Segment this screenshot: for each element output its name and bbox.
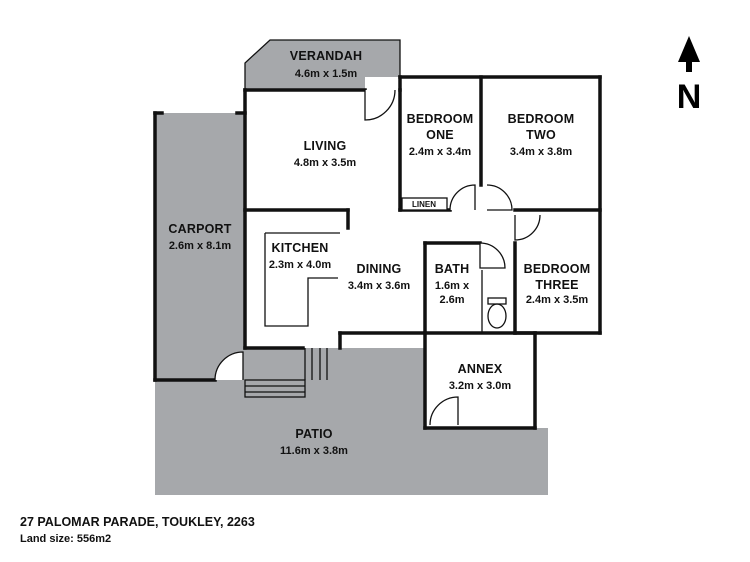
dining-dims: 3.4m x 3.6m xyxy=(348,280,411,292)
patio-dims: 11.6m x 3.8m xyxy=(280,445,348,457)
land-size: Land size: 556m2 xyxy=(20,533,112,545)
bedroom-one-name2: ONE xyxy=(426,128,454,142)
fixtures xyxy=(244,39,507,398)
linen-cupboard xyxy=(401,197,448,211)
doors xyxy=(214,89,541,426)
patio-area xyxy=(155,348,548,495)
room-labels: VERANDAH 4.6m x 1.5m LIVING 4.8m x 3.5m … xyxy=(168,49,590,457)
dining-name: DINING xyxy=(357,262,402,276)
linen-label: LINEN xyxy=(412,200,436,209)
kitchen-dims: 2.3m x 4.0m xyxy=(269,259,332,271)
carport-area xyxy=(155,113,245,380)
annex-dims: 3.2m x 3.0m xyxy=(449,380,512,392)
carport-dims: 2.6m x 8.1m xyxy=(169,240,232,252)
kitchen-bench xyxy=(264,233,338,327)
verandah-name: VERANDAH xyxy=(290,49,362,63)
door-bath xyxy=(479,242,506,269)
north-arrow: N xyxy=(677,36,702,116)
verandah-dims: 4.6m x 1.5m xyxy=(295,68,358,80)
bedroom-two-dims: 3.4m x 3.8m xyxy=(510,146,573,158)
door-carport xyxy=(214,351,244,381)
living-name: LIVING xyxy=(304,139,347,153)
bedroom-one-dims: 2.4m x 3.4m xyxy=(409,146,472,158)
door-annex xyxy=(429,396,459,426)
property-address: 27 PALOMAR PARADE, TOUKLEY, 2263 xyxy=(20,515,255,529)
bath-name: BATH xyxy=(435,262,470,276)
bedroom-one-name1: BEDROOM xyxy=(407,112,474,126)
patio-name: PATIO xyxy=(295,427,332,441)
living-dims: 4.8m x 3.5m xyxy=(294,157,357,169)
annex-name: ANNEX xyxy=(458,362,503,376)
north-arrow-icon xyxy=(678,36,700,62)
bedroom-three-dims: 2.4m x 3.5m xyxy=(526,294,589,306)
door-verandah xyxy=(364,89,396,121)
toilet-icon xyxy=(487,303,507,329)
door-bedroom-three xyxy=(514,214,541,241)
bedroom-three-name1: BEDROOM xyxy=(524,262,591,276)
door-bedroom-one xyxy=(449,184,476,211)
bedroom-two-name1: BEDROOM xyxy=(508,112,575,126)
carport-name: CARPORT xyxy=(168,222,231,236)
bath-dims2: 2.6m xyxy=(439,294,464,306)
door-bedroom-two xyxy=(486,184,513,211)
outdoor-areas xyxy=(155,40,548,495)
kitchen-name: KITCHEN xyxy=(272,241,329,255)
bedroom-two-name2: TWO xyxy=(526,128,556,142)
walls xyxy=(153,75,602,430)
bath-dims1: 1.6m x xyxy=(435,280,470,292)
north-label: N xyxy=(677,78,702,116)
patio-steps xyxy=(244,348,328,398)
verandah-area xyxy=(245,40,400,90)
bedroom-three-name2: THREE xyxy=(535,278,578,292)
